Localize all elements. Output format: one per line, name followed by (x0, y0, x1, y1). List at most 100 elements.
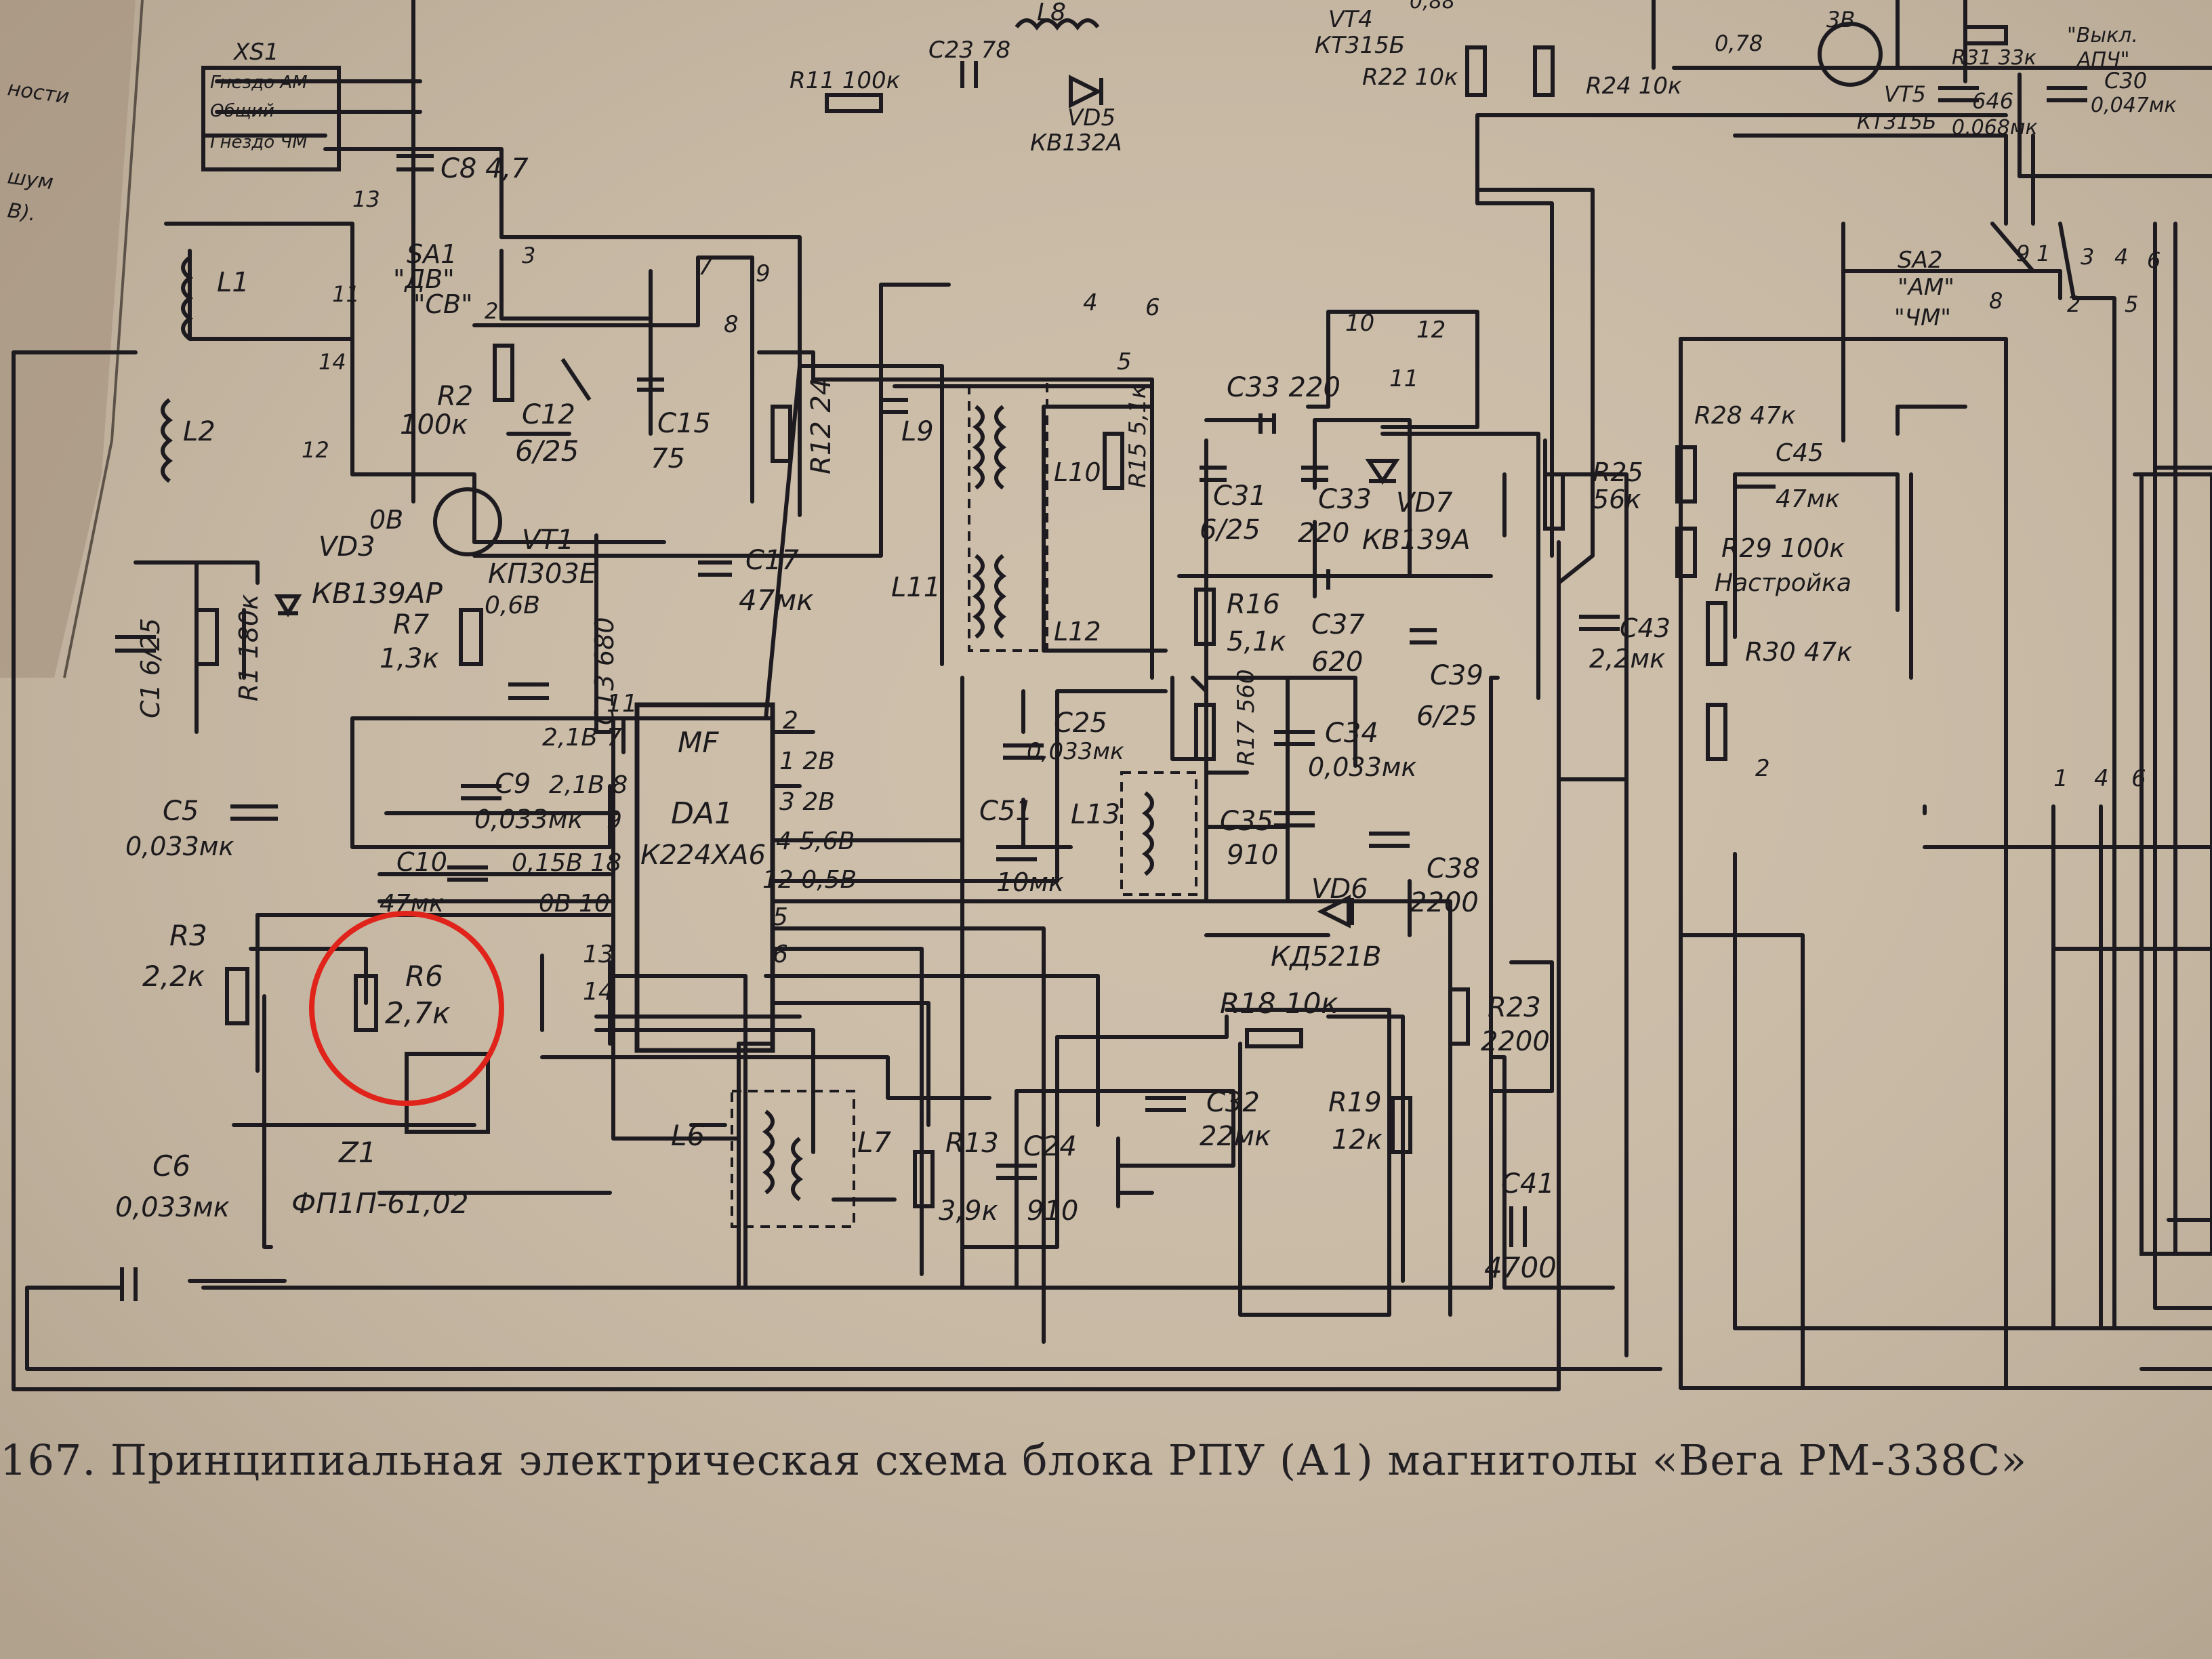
voltage-078: 0,78 (1715, 30, 1763, 56)
c5-label: C5 (163, 796, 199, 827)
sa2-pin-3: 3 (2081, 244, 2094, 270)
c17-value: 47мк (739, 583, 814, 617)
sa1-pin-8: 8 (724, 311, 739, 338)
c35-value: 910 (1227, 840, 1278, 871)
r2-label: R2 (437, 381, 473, 412)
vt5-label: VT5 (1884, 81, 1926, 107)
wires (12, 0, 2212, 1391)
c5-value: 0,033мк (125, 832, 234, 861)
vd5-label: VD5 (1067, 104, 1115, 131)
sa1-pin-4: 4 (1083, 289, 1098, 316)
pin-1: 1 2В (779, 747, 835, 775)
r19-label: R19 (1328, 1087, 1382, 1118)
c13-label: C13 680 (590, 617, 619, 726)
c33b-value: 220 (1298, 518, 1349, 549)
c41-label: C41 (1501, 1168, 1555, 1200)
c32-label: C32 (1206, 1087, 1260, 1118)
sa2-pin-8: 8 (1989, 288, 2003, 314)
vd3-label: VD3 (319, 531, 375, 562)
c43-value: 2,2мк (1589, 644, 1665, 674)
sa1-sv-label: "СВ" (413, 289, 473, 319)
sa2-fm-label: "ЧМ" (1894, 304, 1951, 331)
c45-value: 47мк (1776, 485, 1840, 513)
r7-label: R7 (393, 609, 430, 640)
c30-label: C30 (2104, 68, 2147, 94)
vt1-part: КП303Е (488, 558, 597, 590)
r3-value: 2,2к (142, 960, 205, 993)
bus-pin-4: 4 (2094, 765, 2109, 792)
vt5-part: КТ315Б (1857, 110, 1936, 134)
bus-pin-1: 1 (2053, 765, 2068, 792)
sa1-pin-11: 11 (1389, 365, 1418, 392)
sa2-pin-1: 1 (2036, 241, 2050, 266)
l1-label: L1 (217, 267, 249, 298)
vd7-part: КВ139А (1362, 525, 1471, 556)
vd6-label: VD6 (1311, 874, 1368, 905)
vd5-part: КВ132А (1030, 129, 1122, 157)
r17-label: R17 560 (1233, 669, 1260, 766)
r31-label: R31 33к (1952, 46, 2036, 70)
pin-13: 13 (583, 941, 614, 968)
c34-label: C34 (1325, 718, 1378, 749)
sa1-pin-12: 12 (1416, 316, 1446, 344)
c31-label: C31 (1213, 480, 1267, 512)
pin-10: 0В 10 (539, 890, 610, 918)
voltage-0v: 0В (369, 505, 403, 535)
r6-label: R6 (405, 960, 443, 993)
pin-6: 6 (773, 941, 788, 968)
vd7-label: VD7 (1396, 487, 1453, 518)
pin-11: 11 (607, 690, 638, 718)
l6-label: L6 (671, 1119, 705, 1152)
pin-12: 12 0,5В (762, 866, 857, 894)
r28-label: R28 47к (1694, 402, 1796, 430)
r23-value: 2200 (1481, 1026, 1550, 1057)
r13-value: 3,9к (939, 1195, 998, 1227)
pin-14: 14 (583, 978, 614, 1006)
c6-value: 0,033мк (115, 1192, 230, 1223)
c12-label: C12 (522, 399, 575, 430)
c6-label: C6 (152, 1149, 190, 1183)
sa1-pin-2: 2 (485, 298, 498, 324)
z1-part: ФП1П-61,02 (291, 1187, 468, 1220)
coil-pin-14: 14 (319, 349, 346, 375)
sa1-pin-6: 6 (1145, 294, 1160, 321)
voltage-06v: 0,6В (485, 592, 540, 619)
chip-block-label: MF (678, 726, 719, 759)
l13-label: L13 (1071, 799, 1120, 830)
chip-name-label: DA1 (671, 796, 733, 831)
components (115, 18, 2212, 1301)
pin-18: 0,15В 18 (512, 849, 621, 877)
r24-label: R24 10к (1586, 73, 1682, 100)
r11-label: R11 100к (790, 67, 901, 94)
c37-label: C37 (1311, 609, 1365, 640)
margin-fragment-3: В). (6, 199, 37, 226)
r19-value: 12к (1332, 1124, 1382, 1155)
pin-3: 3 2В (779, 788, 835, 816)
l10-label: L10 (1054, 457, 1101, 487)
r3-label: R3 (169, 919, 207, 952)
c24-label: C24 (1023, 1131, 1077, 1162)
xs1-label: XS1 (232, 39, 279, 66)
sa1-pin-7: 7 (698, 253, 713, 281)
xs1-pin-common: Общий (210, 101, 274, 121)
r2-value: 100к (400, 409, 468, 441)
c34-value: 0,033мк (1308, 752, 1416, 782)
highlight-circle (309, 911, 504, 1106)
xs1-pin-fm: Гнездо ЧМ (210, 132, 308, 152)
sa1-label: SA1 (407, 239, 457, 269)
r7-value: 1,3к (380, 643, 439, 674)
pin-7: 7 (607, 724, 622, 752)
sa1-pin-9: 9 (756, 260, 771, 287)
r6-value: 2,7к (385, 996, 451, 1031)
r25-value: 56к (1593, 485, 1641, 514)
c46-value: 0,068мк (1952, 116, 2038, 140)
r16-label: R16 (1227, 589, 1280, 620)
sa1-pin-3: 3 (522, 243, 535, 268)
l7-label: L7 (857, 1126, 891, 1159)
c8-label: C8 4,7 (441, 153, 529, 184)
c25-label: C25 (1054, 708, 1107, 739)
sa2-pin-2: 2 (2067, 291, 2081, 317)
r29-label: R29 100к (1721, 533, 1845, 563)
labels: XS1 Гнездо АМ Общий Гнездо ЧМ C8 4,7 SA1… (6, 0, 2177, 1284)
